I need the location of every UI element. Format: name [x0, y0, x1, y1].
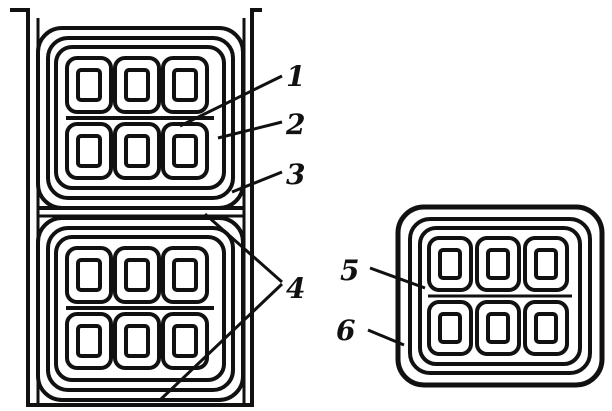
conductor-insulation: [113, 122, 161, 180]
conductor-core: [124, 258, 150, 292]
conductor-insulation: [523, 236, 569, 292]
upper-bundle-inner-wrap: [54, 45, 226, 190]
conductor-insulation: [161, 122, 209, 180]
label-3: 3: [286, 158, 305, 191]
conductor-core: [438, 312, 462, 344]
conductor-insulation: [427, 236, 473, 292]
standalone-bundle-middle-wrap: [408, 217, 592, 375]
callout-labels: 1 2 3 4 5 6: [285, 60, 359, 347]
conductor-insulation: [113, 56, 161, 114]
conductor-insulation: [65, 122, 113, 180]
conductor-core: [172, 324, 198, 358]
conductor-core: [172, 134, 198, 168]
label-1: 1: [286, 60, 305, 93]
standalone-bundle-outer-wrap: [395, 204, 605, 388]
standalone-bundle-inner-wrap: [418, 226, 582, 366]
conductor-core: [124, 134, 150, 168]
conductor-core: [76, 258, 102, 292]
label-6: 6: [336, 314, 355, 347]
conductor-insulation: [65, 312, 113, 370]
leader-line-5: [369, 266, 426, 290]
leader-line-4a: [204, 212, 283, 284]
leader-line-2: [217, 120, 283, 140]
label-4: 4: [286, 272, 305, 305]
conductor-insulation: [475, 300, 521, 356]
conductor-core: [172, 68, 198, 102]
conductor-insulation: [113, 312, 161, 370]
conductor-core: [76, 324, 102, 358]
conductor-core: [438, 248, 462, 280]
upper-bundle-middle-wrap: [46, 36, 235, 200]
standalone-bundle: [395, 204, 605, 388]
leader-line-1: [179, 74, 283, 128]
conductor-insulation: [161, 246, 209, 304]
conductor-core: [534, 312, 558, 344]
lower-bundle-conductors: [65, 246, 209, 370]
conductor-insulation: [161, 56, 209, 114]
conductor-core: [124, 324, 150, 358]
label-5: 5: [340, 254, 359, 287]
separator-plate: [38, 206, 244, 218]
lower-bundle-inner-wrap: [54, 235, 226, 382]
conductor-core: [76, 134, 102, 168]
leader-line-4b: [158, 282, 284, 402]
conductor-insulation: [161, 312, 209, 370]
leader-lines: [158, 74, 426, 402]
leader-line-3: [231, 170, 283, 194]
conductor-core: [172, 258, 198, 292]
conductor-insulation: [475, 236, 521, 292]
upper-bundle-conductors: [65, 56, 209, 180]
upper-bundle: [36, 26, 245, 210]
conductor-insulation: [113, 246, 161, 304]
lower-bundle-middle-wrap: [46, 226, 235, 392]
conductor-insulation: [523, 300, 569, 356]
lower-bundle: [36, 216, 245, 402]
conductor-core: [486, 248, 510, 280]
conductor-core: [534, 248, 558, 280]
conductor-core: [124, 68, 150, 102]
leader-line-6: [367, 328, 405, 347]
conductor-insulation: [65, 246, 113, 304]
conductor-core: [486, 312, 510, 344]
conductor-insulation: [65, 56, 113, 114]
standalone-bundle-conductors: [427, 236, 569, 356]
label-2: 2: [285, 108, 305, 141]
conductor-insulation: [427, 300, 473, 356]
lower-bundle-outer-wrap: [36, 216, 245, 402]
conductor-core: [76, 68, 102, 102]
